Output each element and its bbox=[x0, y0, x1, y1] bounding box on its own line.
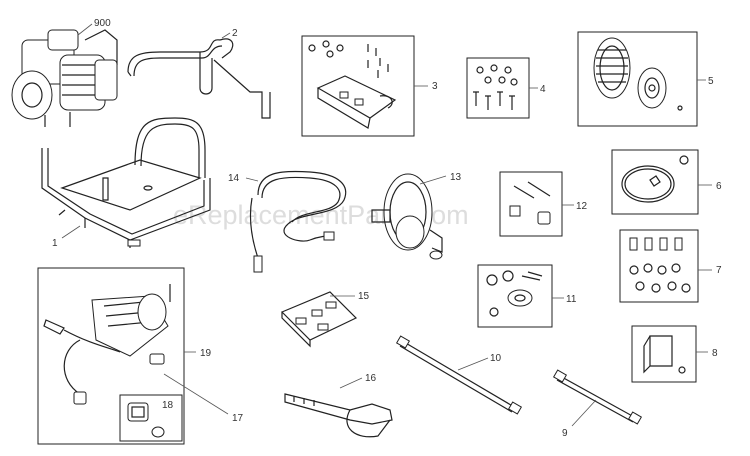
callout-4: 4 bbox=[540, 84, 546, 95]
nozzle-kit-part-15[interactable] bbox=[280, 291, 358, 348]
callout-14: 14 bbox=[228, 173, 240, 184]
engine-part-900[interactable] bbox=[11, 29, 118, 127]
callout-18: 18 bbox=[162, 400, 174, 411]
part-box-19 bbox=[37, 267, 185, 445]
part-box-6 bbox=[611, 149, 699, 215]
handle-part-2[interactable] bbox=[127, 38, 271, 119]
clip-part-8[interactable] bbox=[643, 335, 686, 374]
callout-11: 11 bbox=[566, 294, 577, 305]
frame-part-1[interactable] bbox=[41, 117, 211, 248]
callout-900: 900 bbox=[94, 18, 111, 29]
hardware-kit-part-4[interactable] bbox=[473, 64, 518, 110]
fittings-kit-part-7[interactable] bbox=[629, 237, 691, 293]
unloader-part-18[interactable] bbox=[127, 402, 165, 438]
callout-12: 12 bbox=[576, 201, 588, 212]
seal-kit-part-11[interactable] bbox=[486, 270, 543, 317]
part-box-3 bbox=[301, 35, 415, 137]
part-box-5 bbox=[577, 31, 698, 127]
hose-reel-part-13[interactable] bbox=[371, 173, 443, 260]
callout-7: 7 bbox=[716, 265, 722, 276]
callout-17: 17 bbox=[232, 413, 244, 424]
callout-9: 9 bbox=[562, 428, 568, 439]
callout-13: 13 bbox=[450, 172, 462, 183]
callout-15: 15 bbox=[358, 291, 370, 302]
wand-part-10[interactable] bbox=[395, 335, 523, 415]
callout-1: 1 bbox=[52, 238, 58, 249]
wheel-kit-part-5[interactable] bbox=[593, 37, 683, 111]
spray-gun-part-16[interactable] bbox=[284, 393, 393, 438]
callout-5: 5 bbox=[708, 76, 714, 87]
part-box-7 bbox=[619, 229, 699, 303]
callout-16: 16 bbox=[365, 373, 377, 384]
callout-19: 19 bbox=[200, 348, 212, 359]
hose-part-14[interactable] bbox=[249, 170, 347, 273]
part-box-11 bbox=[477, 264, 553, 328]
bracket-kit-part-3[interactable] bbox=[308, 40, 397, 129]
part-box-8 bbox=[631, 325, 697, 383]
pump-assembly-part-19[interactable] bbox=[43, 284, 171, 405]
extension-part-9[interactable] bbox=[552, 369, 643, 425]
part-box-18 bbox=[119, 394, 183, 442]
oring-kit-part-6[interactable] bbox=[621, 155, 689, 203]
part-box-4 bbox=[466, 57, 530, 119]
callout-6: 6 bbox=[716, 181, 722, 192]
callout-8: 8 bbox=[712, 348, 718, 359]
bolt-kit-part-12[interactable] bbox=[509, 181, 551, 225]
callout-2: 2 bbox=[232, 28, 238, 39]
part-box-12 bbox=[499, 171, 563, 237]
callout-3: 3 bbox=[432, 81, 438, 92]
callout-10: 10 bbox=[490, 353, 502, 364]
